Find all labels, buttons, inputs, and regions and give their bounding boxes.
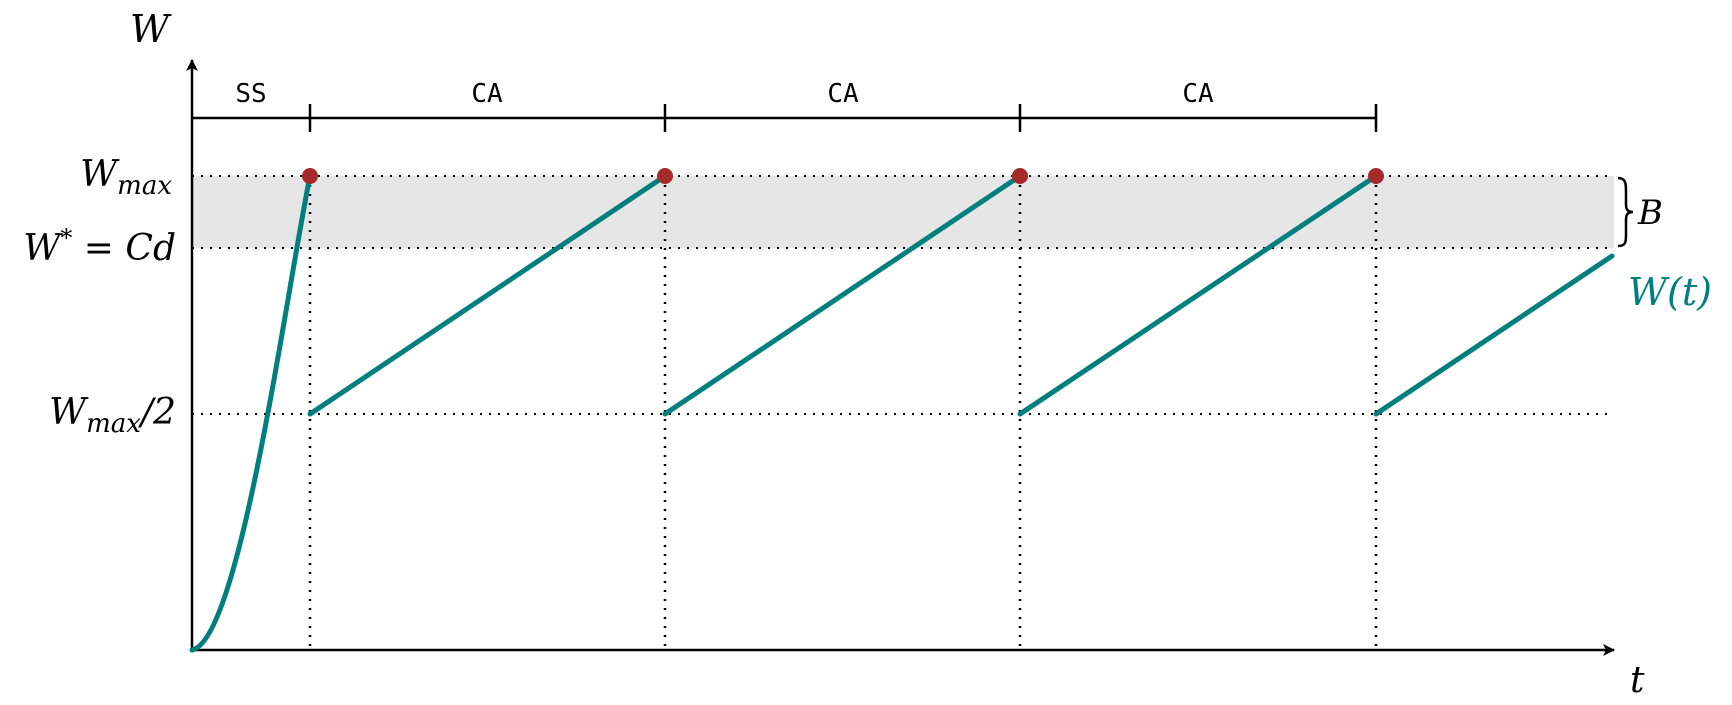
x-axis-label: t (1630, 660, 1645, 701)
phase-label-ca-2: CA (827, 79, 859, 109)
curve-label: W(t) (1628, 270, 1712, 314)
phase-label-ca-3: CA (1182, 79, 1214, 109)
congestion-avoidance-ramp (1017, 173, 1379, 417)
wmax-label: Wmax (80, 154, 172, 201)
slow-start-curve (189, 173, 313, 653)
buffer-label: B (1637, 193, 1663, 233)
congestion-avoidance-ramp (307, 173, 668, 417)
congestion-avoidance-ramp (1373, 253, 1615, 417)
y-axis-label: W (130, 7, 172, 51)
peak-marker (302, 168, 318, 184)
wstar-label: W* = Cd (23, 224, 176, 269)
peak-marker (1012, 168, 1028, 184)
congestion-avoidance-ramp (662, 173, 1023, 417)
whalf-label: Wmax/2 (49, 392, 176, 439)
peak-marker (657, 168, 673, 184)
phase-label-ss: SS (235, 79, 266, 109)
peak-marker (1368, 168, 1384, 184)
phase-label-ca-1: CA (471, 79, 503, 109)
buffer-brace (1617, 176, 1634, 248)
buffer-band (192, 176, 1614, 248)
